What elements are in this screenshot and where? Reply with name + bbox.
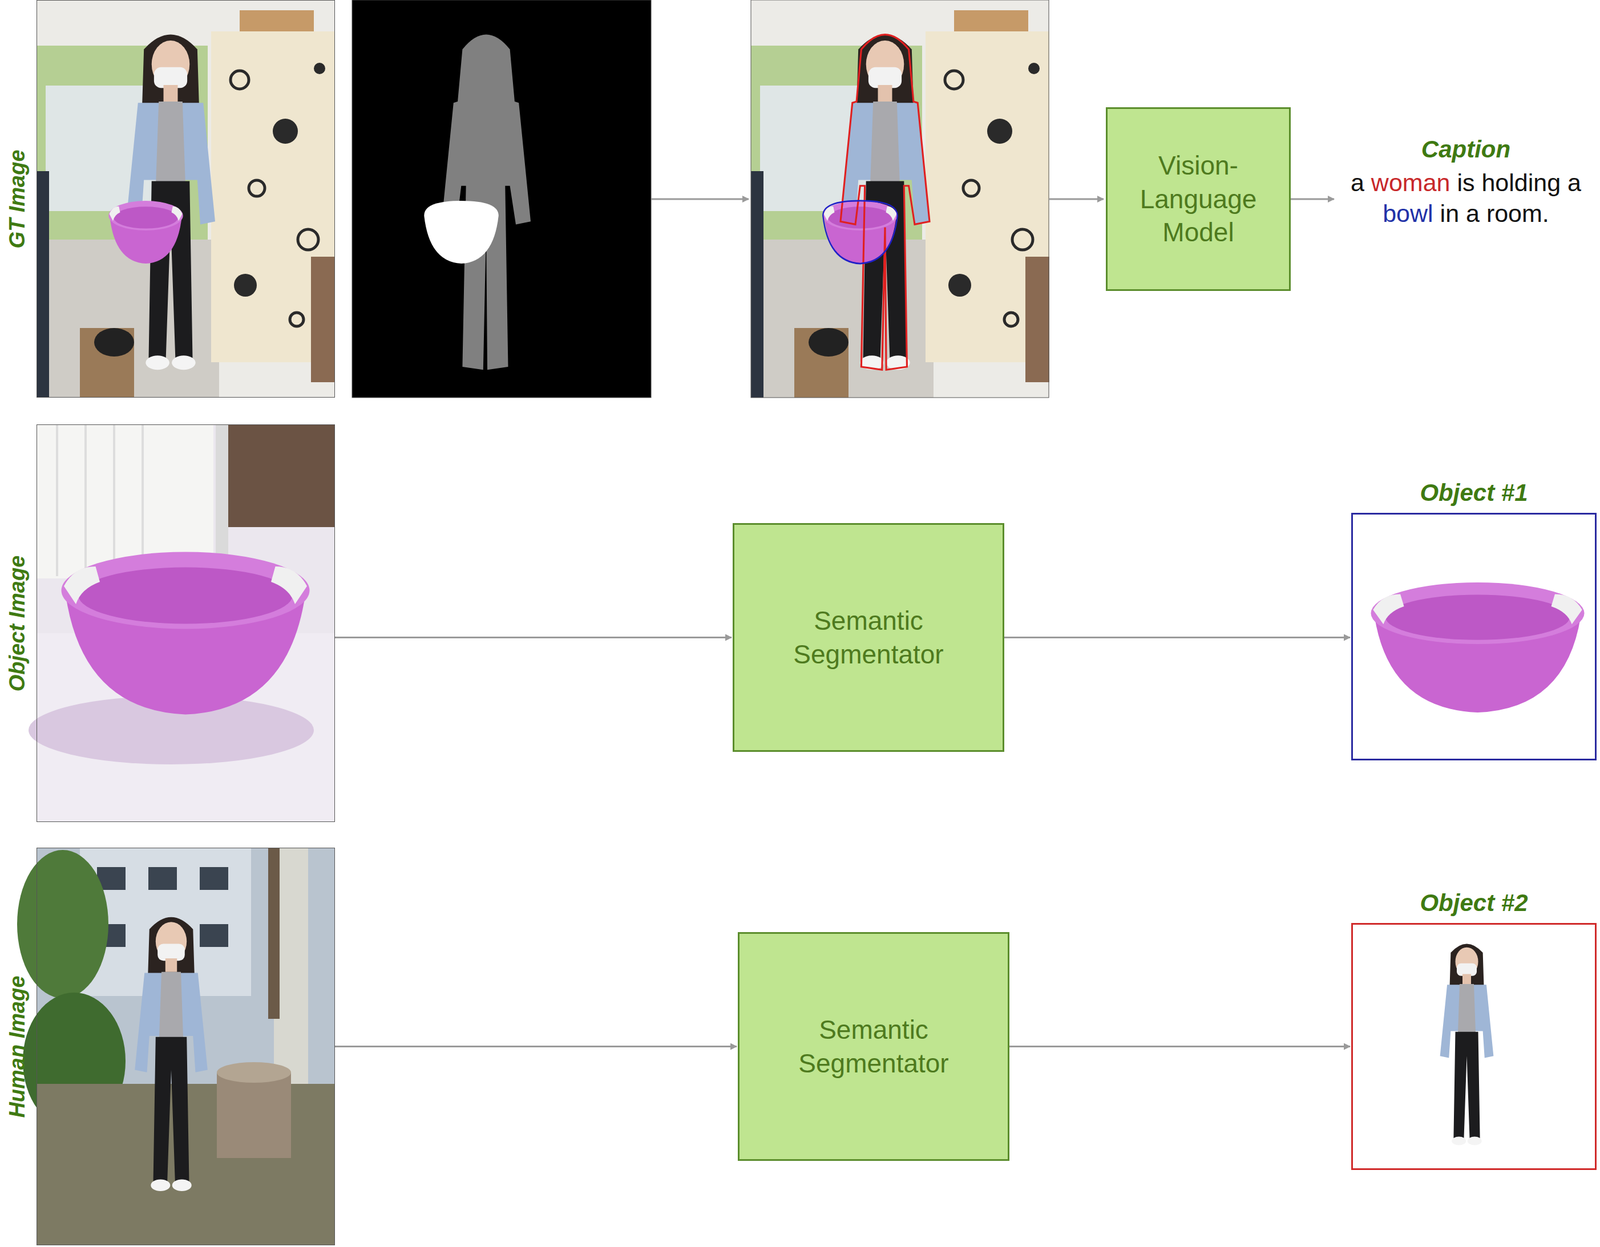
caption-word: is [1456, 168, 1475, 197]
box-label: Semantic Segmentator [748, 604, 989, 672]
person-outline [840, 34, 930, 371]
illustration-shape [17, 850, 109, 999]
photo-frame: GT Image [36, 0, 335, 398]
photo-frame: Object Image [36, 424, 335, 823]
illustration-shape [1352, 924, 1595, 1169]
illustration-shape [1352, 514, 1595, 759]
process-box: Semantic Segmentator [732, 523, 1005, 753]
flow-arrow [1290, 198, 1335, 201]
row-label: Human Image [5, 975, 30, 1118]
flow-arrow [1004, 636, 1351, 639]
caption-heading: Caption [1340, 135, 1591, 164]
illustration-shape [352, 0, 652, 398]
bowl-mask [423, 200, 499, 264]
object-box: Object #1 [1351, 512, 1597, 761]
caption-text: a woman is holding a bowl in a room. [1340, 167, 1591, 230]
bowl-outline [822, 200, 898, 264]
caption-word: a [1567, 168, 1582, 197]
caption-word: holding [1481, 168, 1561, 197]
object-heading: Object #2 [1352, 889, 1595, 917]
person-cutout [1440, 943, 1494, 1146]
illustration-shape [84, 424, 87, 577]
illustration-shape [216, 1062, 292, 1084]
illustration-shape [216, 1072, 292, 1159]
flow-arrow [334, 636, 732, 639]
illustration-shape [228, 424, 335, 528]
mask-image [352, 0, 652, 398]
box-label: Vision-Language Model [1121, 148, 1276, 250]
caption-word: room. [1486, 199, 1550, 228]
illustration-shape [268, 847, 280, 1020]
caption-word: a [1465, 199, 1480, 228]
illustration-shape [199, 867, 229, 891]
object-box: Object #2 [1351, 923, 1597, 1171]
bowl-photo [61, 552, 310, 715]
illustration-shape [141, 424, 144, 577]
person-photo [134, 917, 208, 1192]
illustration-shape [750, 0, 1049, 398]
bowl-cutout [1370, 582, 1585, 713]
annotated-photo [750, 0, 1050, 398]
process-box: Semantic Segmentator [737, 932, 1010, 1162]
row-label: Object Image [5, 555, 30, 692]
box-label: Semantic Segmentator [753, 1013, 995, 1081]
caption-word: in [1440, 199, 1460, 228]
process-box: Vision-Language Model [1105, 107, 1291, 292]
row-label: GT Image [5, 149, 30, 249]
flow-arrow [1048, 198, 1104, 201]
flow-arrow [1009, 1045, 1351, 1048]
caption-word: woman [1371, 168, 1451, 197]
object-heading: Object #1 [1352, 479, 1595, 507]
caption-block: Caption a woman is holding a bowl in a ro… [1335, 130, 1597, 236]
illustration-shape [148, 867, 177, 891]
caption-word: bowl [1382, 199, 1433, 228]
photo-frame: Human Image [36, 847, 335, 1246]
flow-arrow [334, 1045, 737, 1048]
illustration-shape [55, 424, 59, 577]
gt-photo [36, 0, 335, 398]
illustration-shape [199, 924, 229, 948]
caption-word: a [1350, 168, 1365, 197]
illustration-shape [112, 424, 116, 577]
flow-arrow [651, 198, 749, 201]
